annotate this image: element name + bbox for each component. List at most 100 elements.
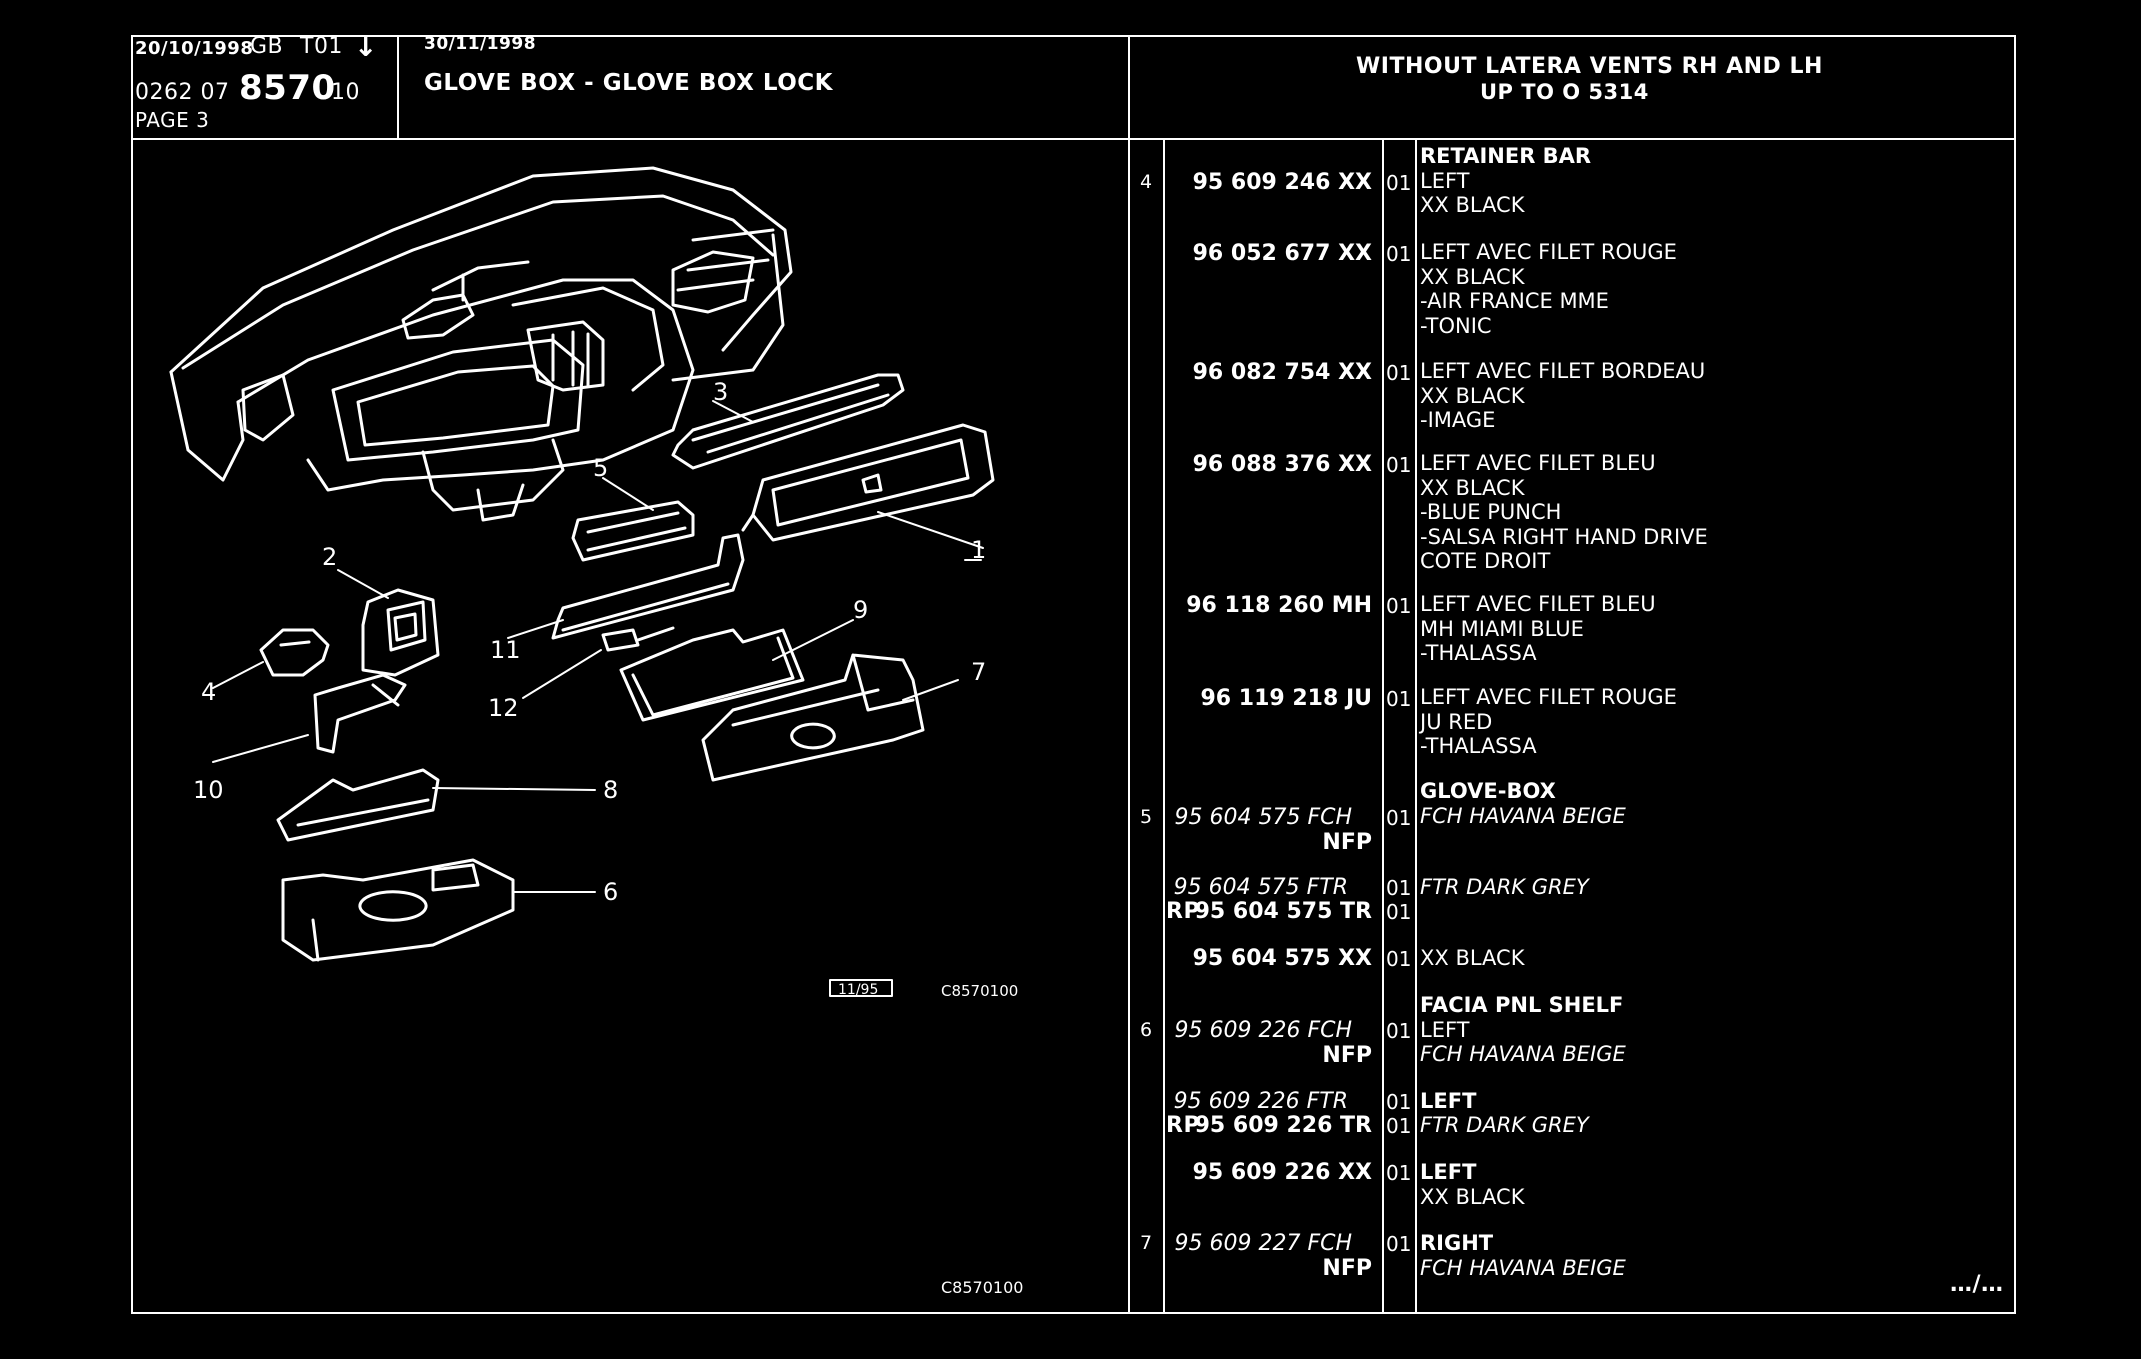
part-number: 95 604 575 FCH: [1174, 805, 1352, 830]
part-description: FACIA PNL SHELF LEFT FCH HAVANA BEIGE: [1420, 993, 1626, 1067]
part-number: 95 609 226 FCH: [1174, 1018, 1352, 1043]
exploded-dashboard-diagram: 1 2 3 4 5 6 7 8 9 10 11 12 11/95 C857010…: [169, 166, 1023, 1297]
header-page: PAGE 3: [135, 108, 210, 132]
part-qty: 01: [1386, 453, 1412, 477]
part-number: 95 609 246 XX: [1192, 170, 1372, 195]
header-code-suffix: 10: [331, 80, 360, 105]
part-2-switch: [361, 588, 440, 677]
part-12-lock: [601, 626, 675, 652]
callout-4: 4: [201, 678, 216, 706]
part-qty: 01: [1386, 900, 1412, 924]
condition-line-1: WITHOUT LATERA VENTS RH AND LH: [1356, 54, 1823, 79]
description-line: COTE DROIT: [1420, 549, 1551, 573]
condition-line-2: UP TO O 5314: [1480, 80, 1649, 104]
description-line: LEFT: [1420, 1160, 1477, 1184]
callout-11: 11: [490, 636, 521, 664]
part-number: 95 609 227 FCH: [1174, 1231, 1352, 1256]
diagram-ref-top: C8570100: [941, 982, 1018, 1000]
description-line: -THALASSA: [1420, 641, 1537, 665]
part-description: LEFT: [1420, 1089, 1476, 1114]
description-line: LEFT AVEC FILET ROUGE: [1420, 685, 1677, 709]
description-line: XX BLACK: [1420, 264, 1525, 289]
part-description: LEFT AVEC FILET ROUGE XX BLACK -AIR FRAN…: [1420, 240, 1677, 338]
part-6-shelf: [281, 858, 515, 962]
description-line: -SALSA RIGHT HAND DRIVE: [1420, 524, 1708, 549]
callout-7: 7: [971, 658, 986, 686]
part-qty: 01: [1386, 806, 1412, 830]
callout-12: 12: [488, 694, 519, 722]
part-number: 96 118 260 MH: [1186, 593, 1372, 618]
description-line: LEFT: [1420, 168, 1470, 193]
part-description: FTR DARK GREY: [1420, 1113, 1589, 1138]
part-qty: 01: [1386, 594, 1412, 618]
description-line: LEFT AVEC FILET ROUGE: [1420, 240, 1677, 264]
part-number: 95 604 575 XX: [1192, 946, 1372, 971]
header-tag: T01: [300, 34, 343, 59]
part-number: 96 119 218 JU: [1200, 686, 1373, 711]
part-description: LEFT AVEC FILET BORDEAU XX BLACK -IMAGE: [1420, 359, 1705, 433]
description-line: MH MIAMI BLUE: [1420, 616, 1584, 641]
description-line: XX BLACK: [1420, 946, 1525, 970]
part-8-mat: [276, 768, 440, 842]
part-number: 96 088 376 XX: [1192, 452, 1372, 477]
part-qty: 01: [1386, 1019, 1412, 1043]
part-qty: 01: [1386, 171, 1412, 195]
description-line: -THALASSA: [1420, 734, 1537, 758]
part-qty: 01: [1386, 361, 1412, 385]
part-description: RETAINER BAR LEFT XX BLACK: [1420, 144, 1591, 218]
part-qty: 01: [1386, 947, 1412, 971]
part-qty: 01: [1386, 1161, 1412, 1185]
header-lang: GB: [250, 34, 284, 59]
part-number: 95 604 575 TR: [1194, 899, 1372, 924]
part-description: LEFT XX BLACK: [1420, 1160, 1524, 1209]
callout-3: 3: [713, 378, 728, 406]
callout-2: 2: [322, 543, 337, 571]
part-4-retainer: [259, 628, 330, 677]
callout-8: 8: [603, 776, 618, 804]
part-description: RIGHT FCH HAVANA BEIGE: [1420, 1231, 1626, 1280]
part-qty: 01: [1386, 876, 1412, 900]
description-line: XX BLACK: [1420, 1184, 1525, 1209]
header-code-main: 8570: [239, 68, 336, 108]
description-line: -TONIC: [1420, 313, 1492, 338]
description-line: RIGHT: [1420, 1231, 1494, 1255]
part-number: 96 082 754 XX: [1192, 360, 1372, 385]
page-title: GLOVE BOX - GLOVE BOX LOCK: [424, 70, 833, 96]
part-number: 95 609 226 FTR: [1173, 1089, 1348, 1114]
header-separator: [397, 35, 399, 139]
part-prefix-rp: RP: [1166, 1113, 1201, 1138]
part-11-shelf: [551, 533, 745, 640]
dashboard-drawing: [169, 166, 793, 522]
part-number: 96 052 677 XX: [1192, 241, 1372, 266]
part-10-bracket: [313, 673, 407, 754]
part-9-mat: [619, 628, 805, 722]
part-qty: 01: [1386, 687, 1412, 711]
diagram-ref-bottom: C8570100: [941, 1278, 1023, 1297]
part-description: LEFT AVEC FILET BLEU MH MIAMI BLUE -THAL…: [1420, 592, 1656, 666]
arrow-down-icon: ↓: [354, 30, 378, 63]
description-line: FTR DARK GREY: [1420, 875, 1589, 899]
diagram-stamp: 11/95: [838, 982, 878, 998]
callout-10: 10: [193, 776, 224, 804]
description-line: FCH HAVANA BEIGE: [1420, 1042, 1626, 1066]
page-frame: [131, 35, 2016, 1314]
part-description: FTR DARK GREY: [1420, 875, 1589, 900]
column-divider-qty-left: [1382, 138, 1384, 1314]
header-code-prefix: 0262 07: [135, 80, 230, 105]
section-heading-facia-panel-shelf: FACIA PNL SHELF: [1420, 993, 1624, 1017]
part-description: LEFT AVEC FILET BLEU XX BLACK -BLUE PUNC…: [1420, 451, 1708, 574]
column-divider-main: [1128, 35, 1130, 1314]
part-qty: 01: [1386, 242, 1412, 266]
description-line: LEFT AVEC FILET BLEU: [1420, 451, 1656, 475]
callout-1: 1: [971, 536, 986, 564]
continued-marker: …/…: [1950, 1272, 2004, 1297]
part-index: 7: [1140, 1232, 1153, 1254]
column-divider-qty-right: [1415, 138, 1417, 1314]
description-line: -AIR FRANCE MME: [1420, 289, 1609, 313]
callout-9: 9: [853, 596, 868, 624]
part-1-glove-box-lid: [751, 423, 995, 542]
part-7-tray: [701, 653, 925, 782]
description-line: LEFT AVEC FILET BORDEAU: [1420, 359, 1706, 383]
part-qty: 01: [1386, 1090, 1412, 1114]
header-divider: [131, 138, 2016, 140]
